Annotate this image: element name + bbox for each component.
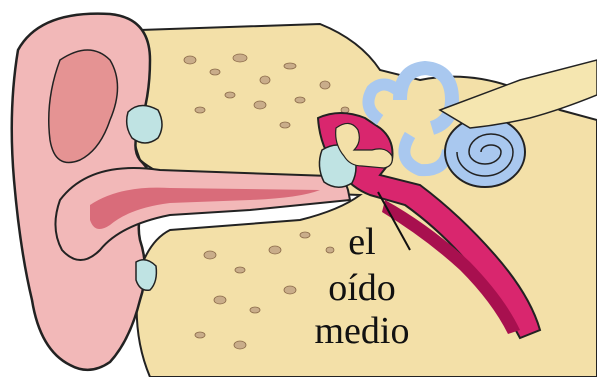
label-line-oido: oído xyxy=(328,267,396,309)
cochlea xyxy=(445,117,525,187)
cartilage-upper xyxy=(127,105,162,143)
cartilage-lower xyxy=(136,260,156,291)
label-line-medio: medio xyxy=(315,310,410,352)
label-line-el: el xyxy=(348,221,375,263)
